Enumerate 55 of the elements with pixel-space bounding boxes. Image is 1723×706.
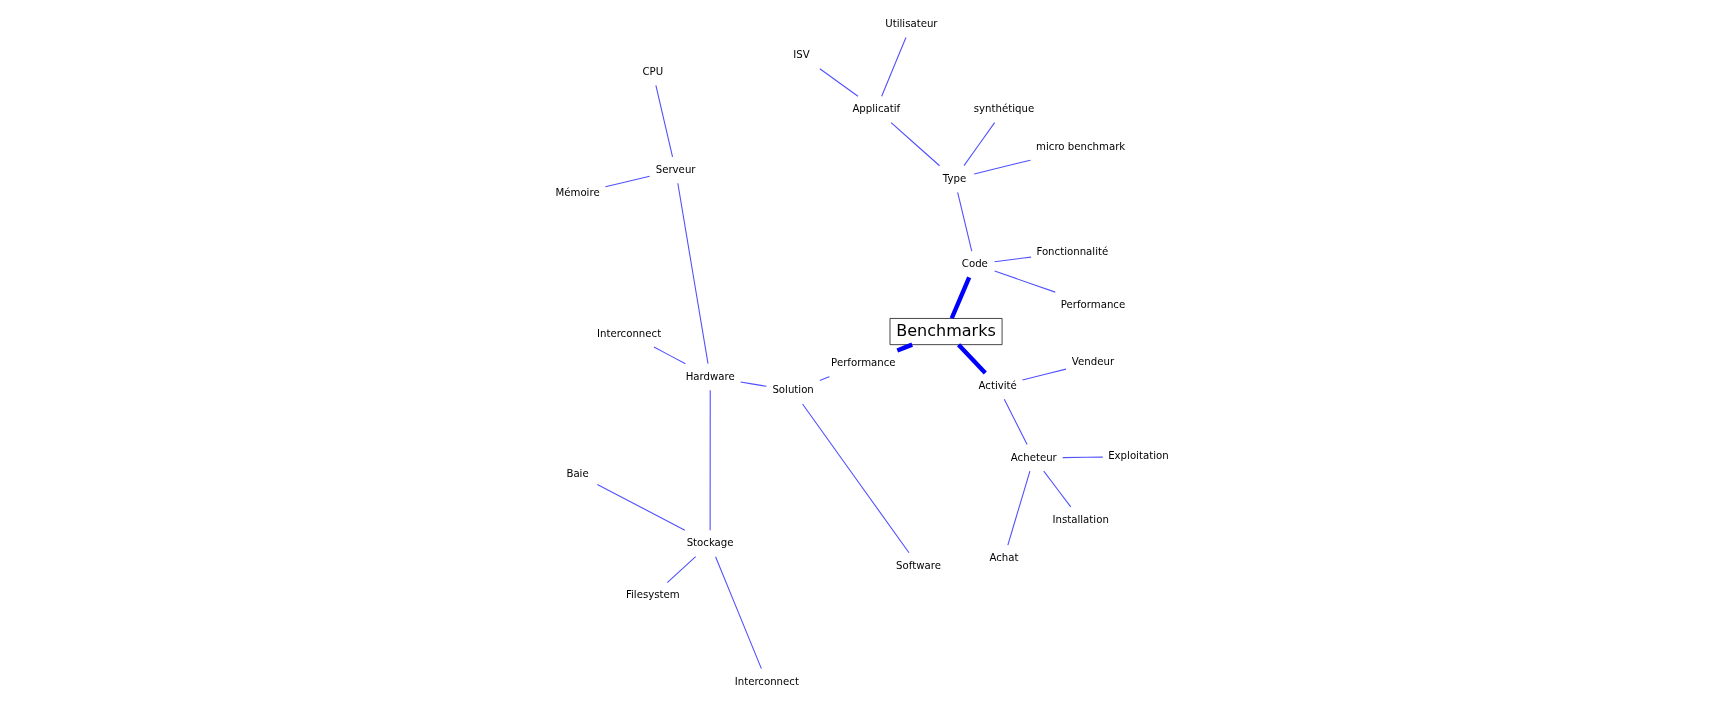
node-text: Performance xyxy=(830,357,896,369)
connector xyxy=(880,36,906,97)
node-text: synthétique xyxy=(973,103,1034,115)
connector xyxy=(666,556,696,584)
connector xyxy=(714,556,762,670)
node-text: Serveur xyxy=(655,163,696,175)
node-text: micro benchmark xyxy=(1035,141,1125,153)
node-text: Type xyxy=(942,172,966,184)
node-text: Performance xyxy=(1060,298,1125,310)
connector xyxy=(596,484,685,531)
node-text: Vendeur xyxy=(1071,356,1114,368)
connector xyxy=(801,403,910,554)
connector xyxy=(1003,398,1028,446)
node-text: Software xyxy=(895,559,941,571)
node-text: Solution xyxy=(771,384,814,396)
node-text: Baie xyxy=(565,467,589,479)
connector xyxy=(652,346,686,365)
connector xyxy=(949,276,971,320)
node-text: Stockage xyxy=(686,537,734,549)
node-text: Code xyxy=(961,257,988,269)
connector xyxy=(956,191,972,252)
connector xyxy=(973,159,1031,175)
node-text: Achat xyxy=(988,551,1018,563)
connector xyxy=(739,381,767,387)
node-text: Applicatif xyxy=(851,103,900,115)
connector xyxy=(709,389,711,531)
connector xyxy=(1042,470,1071,508)
node-text: Utilisateur xyxy=(884,17,938,29)
node-text: Mémoire xyxy=(554,187,600,199)
node-text: CPU xyxy=(641,65,663,77)
connector xyxy=(890,122,940,167)
node-text: Filesystem xyxy=(625,589,680,601)
node-text: Activité xyxy=(978,379,1017,391)
connector xyxy=(1061,456,1103,459)
node-text: Acheteur xyxy=(1010,451,1057,463)
node-text: Interconnect xyxy=(734,675,799,687)
connector xyxy=(962,122,995,167)
connector xyxy=(654,84,673,158)
node-text: Hardware xyxy=(685,370,735,382)
connector xyxy=(993,256,1032,263)
connector xyxy=(818,68,859,97)
connector xyxy=(818,376,830,381)
node-box: Benchmarks xyxy=(889,318,1002,345)
node-text: Interconnect xyxy=(596,327,661,339)
connector xyxy=(1021,368,1066,381)
connector xyxy=(1006,470,1030,546)
connector xyxy=(676,182,709,365)
node-text: Fonctionnalité xyxy=(1035,245,1108,257)
node-text: Installation xyxy=(1052,513,1109,525)
node-text: ISV xyxy=(792,49,810,61)
node-text: Exploitation xyxy=(1107,450,1169,462)
connector xyxy=(604,175,650,188)
connector xyxy=(896,342,913,353)
connector xyxy=(956,343,987,375)
connector xyxy=(993,270,1056,293)
